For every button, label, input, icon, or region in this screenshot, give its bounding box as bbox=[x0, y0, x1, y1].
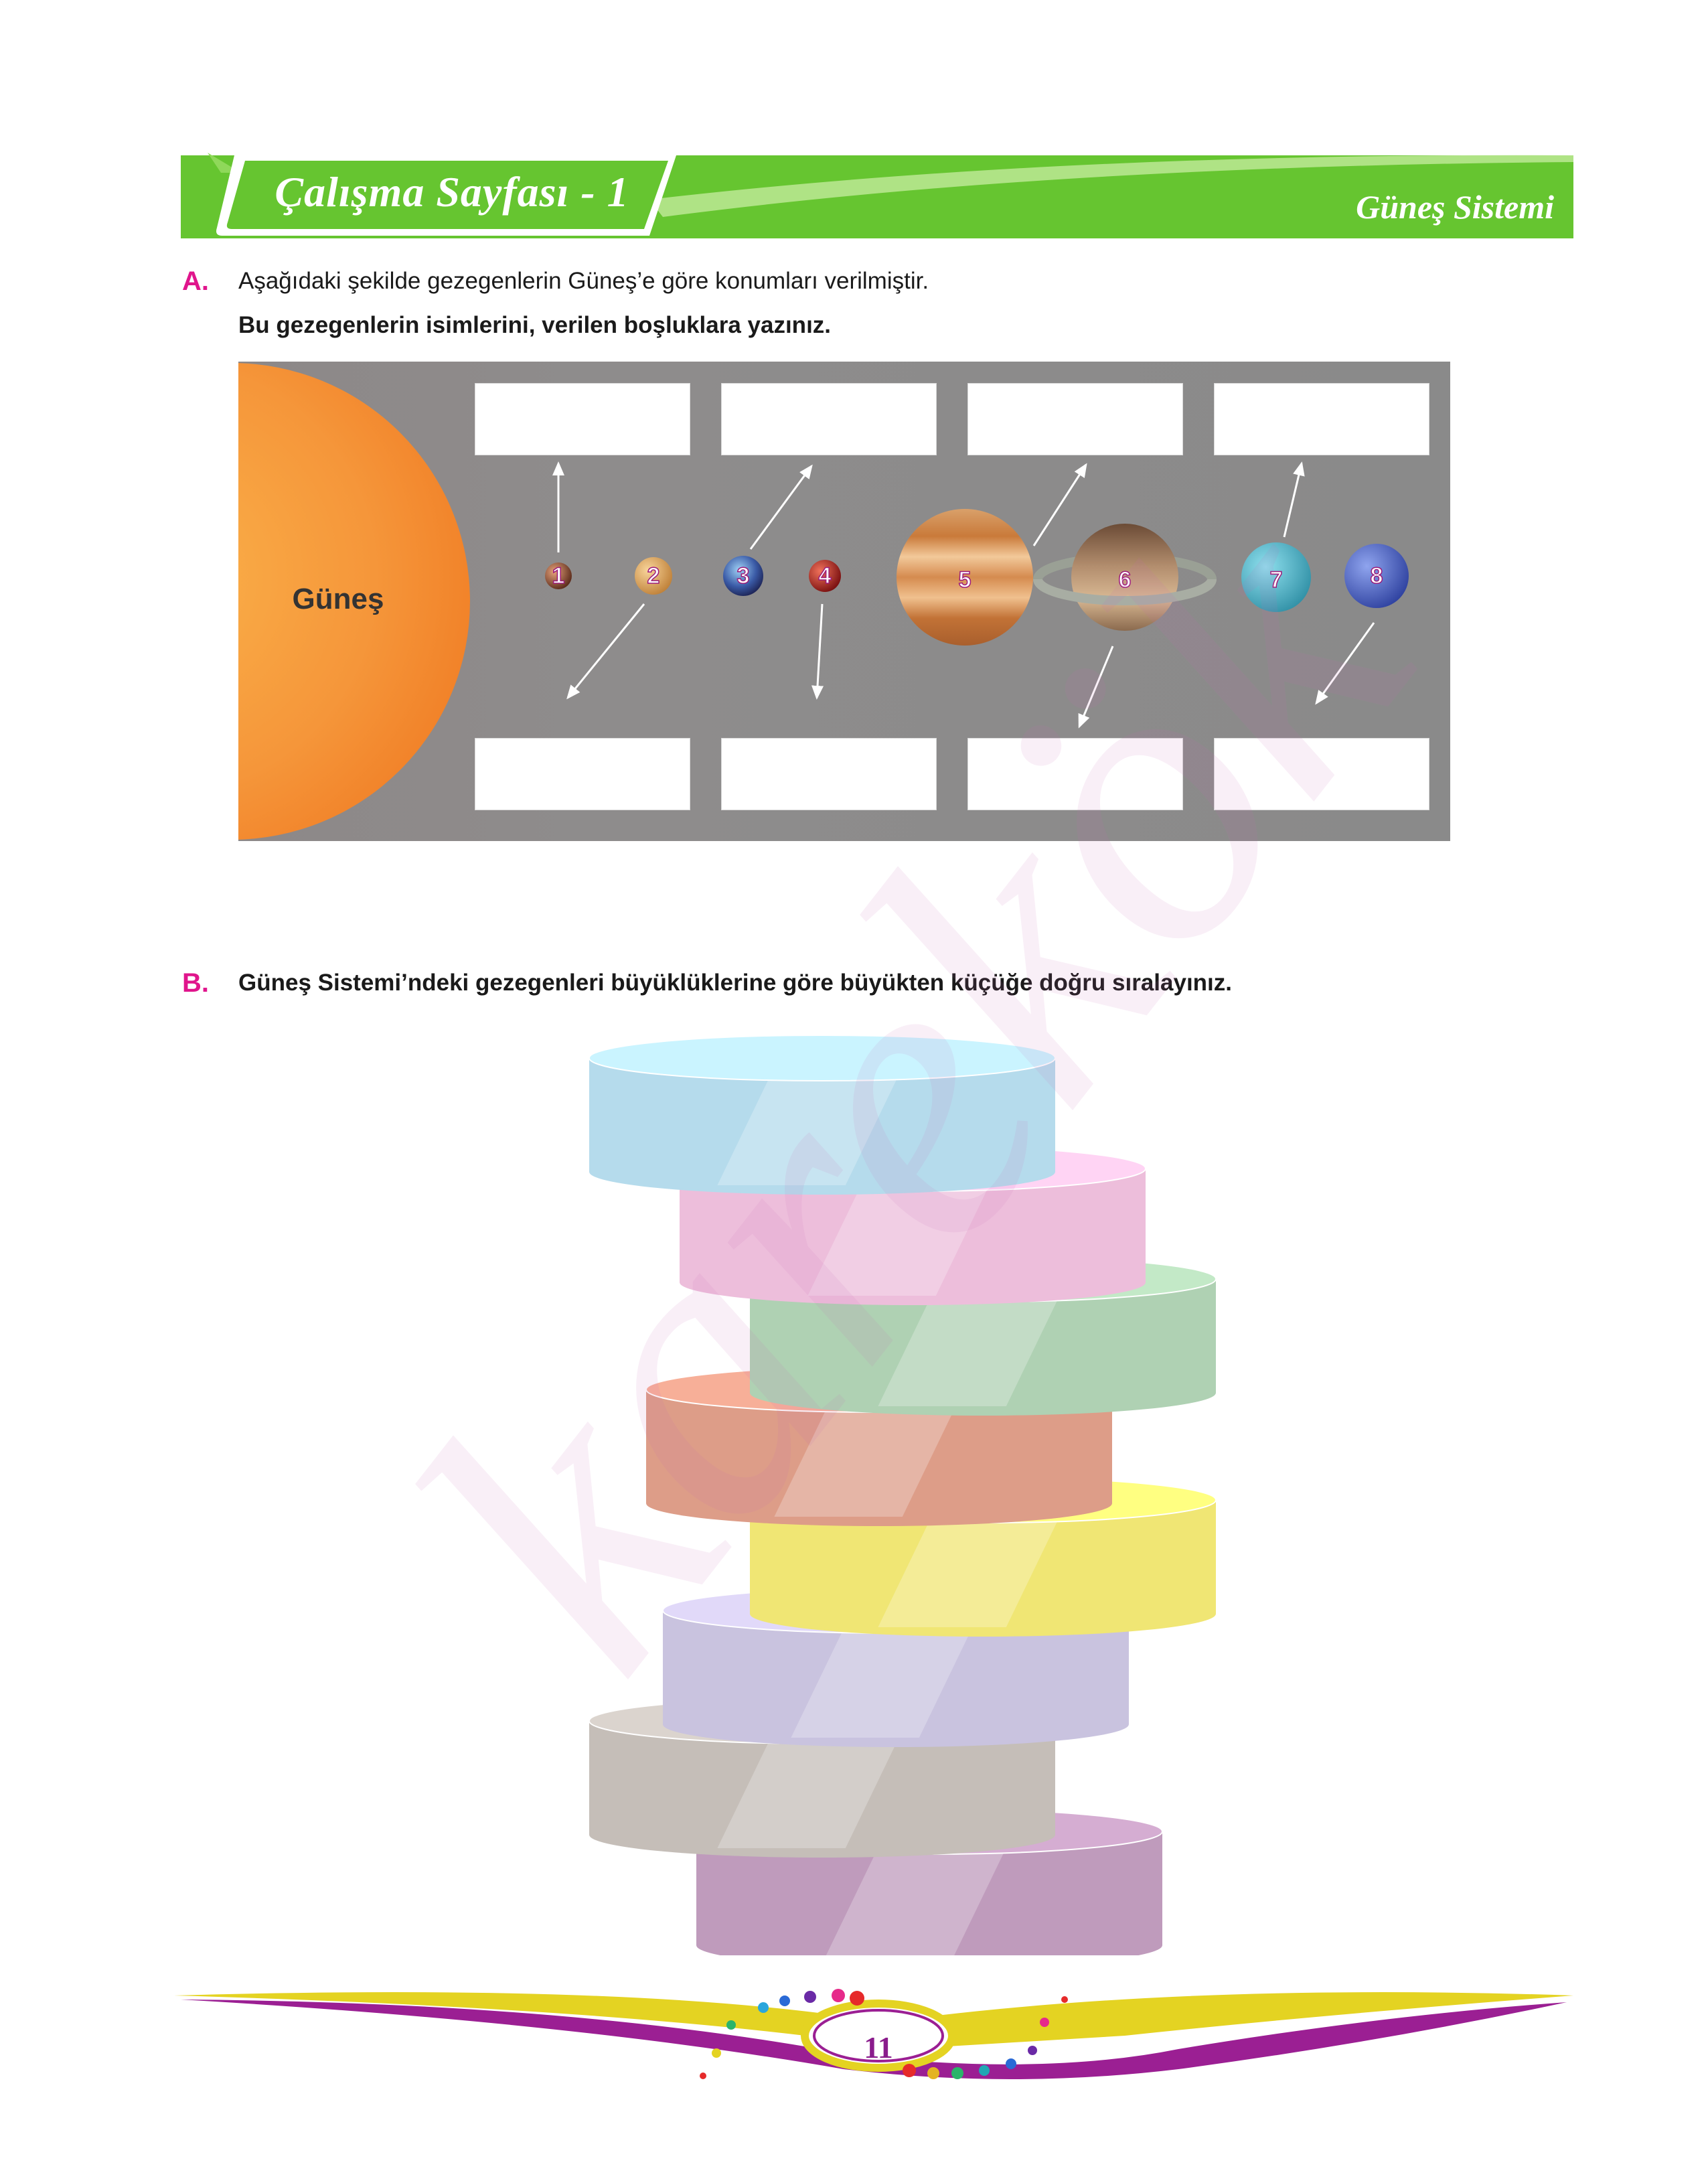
section-a-instruction: Aşağıdaki şekilde gezegenlerin Güneş’e g… bbox=[238, 268, 929, 294]
page-number: 11 bbox=[864, 2030, 893, 2064]
size-disc-sheen bbox=[774, 1396, 961, 1517]
answer-box-bottom-2[interactable] bbox=[721, 738, 937, 810]
size-disc-side bbox=[750, 1279, 1216, 1416]
size-disc-sheen bbox=[807, 1175, 994, 1296]
size-disc-sheen bbox=[878, 1507, 1065, 1627]
header-band bbox=[181, 153, 1573, 238]
footer-swoosh bbox=[174, 1989, 1573, 2079]
section-b-instruction: Güneş Sistemi’ndeki gezegenleri büyüklük… bbox=[238, 970, 1232, 996]
planet-number-7: 7 bbox=[1269, 567, 1283, 593]
answer-box-bottom-4[interactable] bbox=[1214, 738, 1429, 810]
answer-box-bottom-3[interactable] bbox=[967, 738, 1183, 810]
planet-number-4: 4 bbox=[818, 562, 832, 589]
section-a-task: Bu gezegenlerin isimlerini, verilen boşl… bbox=[238, 312, 832, 338]
disc-stack bbox=[589, 1035, 1217, 1955]
size-disc-side bbox=[663, 1610, 1129, 1747]
size-disc-side bbox=[696, 1831, 1162, 1955]
planet-number-5: 5 bbox=[958, 567, 972, 593]
planet-number-1: 1 bbox=[552, 562, 565, 589]
size-disc-sheen bbox=[717, 1065, 904, 1185]
worksheet-title: Çalışma Sayfası - 1 bbox=[275, 168, 629, 216]
size-disc-sheen bbox=[878, 1286, 1065, 1406]
answer-box-top-2[interactable] bbox=[721, 383, 937, 455]
planet-number-3: 3 bbox=[736, 562, 750, 589]
size-disc-side bbox=[589, 1721, 1055, 1858]
answer-box-bottom-1[interactable] bbox=[475, 738, 690, 810]
answer-box-top-4[interactable] bbox=[1214, 383, 1429, 455]
size-disc-sheen bbox=[826, 1838, 1011, 1955]
size-disc-side bbox=[680, 1169, 1146, 1305]
size-disc-1[interactable] bbox=[589, 1035, 1056, 1195]
answer-box-top-1[interactable] bbox=[475, 383, 690, 455]
topic-title: Güneş Sistemi bbox=[1356, 188, 1554, 226]
size-disc-side bbox=[646, 1389, 1112, 1526]
size-disc-side bbox=[750, 1500, 1216, 1637]
planet-number-6: 6 bbox=[1118, 567, 1132, 593]
planet-number-2: 2 bbox=[647, 562, 660, 589]
size-disc-top bbox=[589, 1035, 1056, 1081]
section-b-letter: B. bbox=[182, 968, 209, 998]
sun-label: Güneş bbox=[292, 583, 384, 615]
section-a-letter: A. bbox=[182, 267, 209, 296]
size-disc-sheen bbox=[791, 1617, 978, 1738]
planet-number-8: 8 bbox=[1370, 562, 1383, 589]
size-disc-sheen bbox=[717, 1728, 904, 1848]
size-disc-side bbox=[589, 1058, 1055, 1195]
answer-box-top-3[interactable] bbox=[967, 383, 1183, 455]
